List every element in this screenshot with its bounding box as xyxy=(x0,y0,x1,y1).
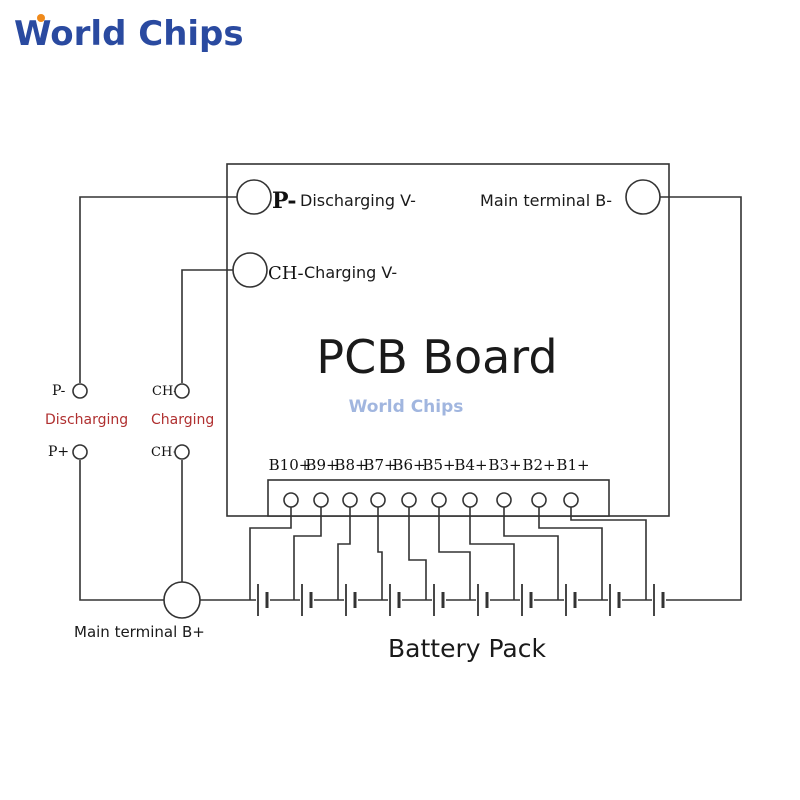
ch-minus-wire xyxy=(181,269,233,383)
balance-tap-pin xyxy=(431,492,447,508)
balance-tap-label: B8+ xyxy=(334,456,367,474)
balance-tap-wire xyxy=(293,507,322,600)
discharging-v-minus-label: Discharging V- xyxy=(300,191,416,210)
balance-tap-label: B5+ xyxy=(422,456,455,474)
left-ch-minus-label: CH- xyxy=(152,384,178,399)
balance-tap-wire xyxy=(249,507,292,600)
left-ch-plus-circle xyxy=(174,444,190,460)
balance-tap-pin xyxy=(313,492,329,508)
balance-tap-pin xyxy=(370,492,386,508)
main-terminal-b-plus-label: Main terminal B+ xyxy=(74,623,205,641)
p-plus-wire xyxy=(79,460,165,601)
p-minus-terminal-circle xyxy=(236,179,272,215)
logo-text: World Chips xyxy=(14,14,244,54)
pcb-title: PCB Board xyxy=(316,330,557,384)
main-terminal-b-minus-circle xyxy=(625,179,661,215)
battery-cell-icon xyxy=(520,584,534,616)
battery-cell-icon xyxy=(564,584,578,616)
balance-tap-label: B7+ xyxy=(363,456,396,474)
left-p-plus-label: P+ xyxy=(48,444,69,460)
ch-minus-label: CH- xyxy=(268,263,304,284)
balance-tap-pin xyxy=(462,492,478,508)
ch-minus-terminal-circle xyxy=(232,252,268,288)
balance-tap-pin xyxy=(531,492,547,508)
balance-tap-wire xyxy=(503,507,559,600)
balance-tap-wire xyxy=(377,507,383,600)
left-p-minus-circle xyxy=(72,383,88,399)
battery-pack-label: Battery Pack xyxy=(388,634,546,663)
balance-tap-label: B4+ xyxy=(454,456,487,474)
battery-cell-icon xyxy=(344,584,358,616)
balance-tap-wire xyxy=(337,507,351,600)
balance-tap-label: B10+ xyxy=(269,456,312,474)
battery-cell-icon xyxy=(608,584,622,616)
left-p-plus-circle xyxy=(72,444,88,460)
balance-tap-wire xyxy=(408,507,427,600)
logo-dot-icon xyxy=(37,14,45,22)
left-discharging-label: Discharging xyxy=(45,412,128,428)
balance-tap-pin xyxy=(496,492,512,508)
battery-cell-icon xyxy=(432,584,446,616)
charging-v-minus-label: Charging V- xyxy=(304,263,397,282)
balance-tap-wire xyxy=(538,507,603,600)
main-terminal-b-minus-label: Main terminal B- xyxy=(480,191,612,210)
balance-tap-wire xyxy=(570,507,647,600)
left-p-minus-label: P- xyxy=(52,383,66,399)
left-charging-label: Charging xyxy=(151,412,214,428)
balance-tap-wire xyxy=(438,507,471,600)
left-ch-minus-circle xyxy=(174,383,190,399)
battery-cell-icon xyxy=(300,584,314,616)
balance-tap-label: B9+ xyxy=(305,456,338,474)
balance-tap-label: B6+ xyxy=(392,456,425,474)
balance-tap-pin xyxy=(342,492,358,508)
balance-tap-label: B2+ xyxy=(522,456,555,474)
watermark: World Chips xyxy=(349,397,464,417)
battery-cell-icon xyxy=(652,584,666,616)
main-terminal-b-plus-circle xyxy=(163,581,201,619)
balance-tap-pin xyxy=(401,492,417,508)
battery-cell-icon xyxy=(476,584,490,616)
balance-tap-labels: B10+B9+B8+B7+B6+B5+B4+B3+B2+B1+ xyxy=(269,456,590,474)
p-minus-wire xyxy=(79,196,237,383)
balance-tap-pin xyxy=(563,492,579,508)
battery-cells xyxy=(256,584,666,616)
balance-tap-wire xyxy=(469,507,515,600)
battery-cell-icon xyxy=(388,584,402,616)
balance-tap-label: B3+ xyxy=(488,456,521,474)
p-minus-label: P- xyxy=(272,188,296,214)
battery-cell-icon xyxy=(256,584,270,616)
world-chips-logo: World Chips xyxy=(14,14,244,54)
balance-tap-label: B1+ xyxy=(556,456,589,474)
b-minus-wire xyxy=(660,196,742,601)
balance-tap-pin xyxy=(283,492,299,508)
